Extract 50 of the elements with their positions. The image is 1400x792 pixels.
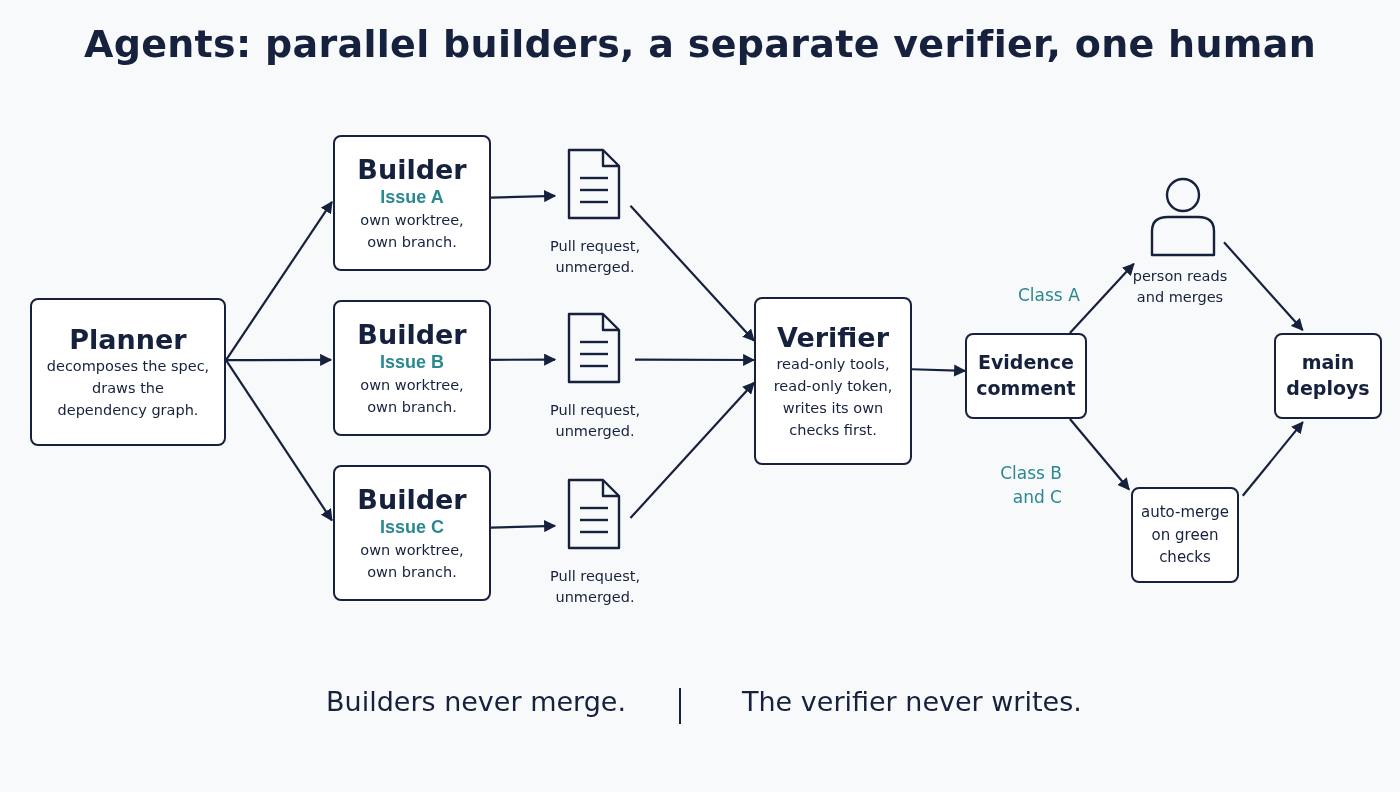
node-subtitle: Issue B — [380, 351, 444, 375]
node-label: main deploys — [1285, 350, 1371, 401]
node-label: Pull request, unmerged. — [548, 237, 642, 277]
diagram-title: Agents: parallel builders, a separate verifier, one human — [83, 22, 1317, 66]
arrow — [635, 353, 756, 366]
document-icon — [567, 312, 621, 384]
node-subtitle: Issue A — [380, 186, 444, 210]
note: The verifier never writes. — [742, 686, 1082, 717]
process-box — [333, 135, 491, 271]
process-box — [30, 298, 226, 446]
edge-label: Class A — [1018, 284, 1080, 307]
node-description: own worktree, own branch. — [359, 210, 465, 252]
arrow — [225, 200, 333, 361]
edge-label: Class B and C — [999, 462, 1062, 509]
node-label: person reads and merges — [1131, 267, 1229, 307]
node-subtitle: Issue C — [380, 516, 444, 540]
node-description: own worktree, own branch. — [359, 375, 465, 417]
arrow — [491, 353, 557, 366]
node-label: Pull request, unmerged. — [548, 567, 642, 607]
node-description: read-only tools, read-only token, writes its own checks first. — [772, 355, 894, 440]
arrow — [1223, 241, 1304, 331]
process-box — [333, 465, 491, 601]
node-label: Evidence comment — [975, 350, 1077, 401]
document-icon — [567, 478, 621, 550]
process-box — [754, 297, 912, 465]
node-label: Pull request, unmerged. — [548, 401, 642, 441]
arrow — [1241, 421, 1304, 497]
node-title: Builder — [357, 482, 467, 517]
arrow — [629, 205, 755, 342]
document-icon — [567, 148, 621, 220]
node-label: auto-merge on green checks — [1140, 502, 1230, 569]
arrow — [1069, 262, 1135, 334]
note: Builders never merge. — [326, 686, 626, 717]
process-box — [1274, 333, 1382, 419]
arrow — [911, 364, 967, 377]
arrow — [226, 353, 333, 366]
process-box — [1131, 487, 1239, 583]
arrow — [490, 520, 557, 533]
node-title: Planner — [69, 322, 187, 357]
node-description: own worktree, own branch. — [359, 540, 465, 582]
process-box — [333, 300, 491, 436]
arrow — [629, 381, 755, 519]
node-title: Builder — [357, 317, 467, 352]
arrow — [225, 359, 333, 522]
arrow — [490, 190, 557, 203]
arrow — [1069, 418, 1130, 491]
node-description: decomposes the spec, draws the dependency graph. — [45, 357, 211, 420]
node-title: Builder — [357, 152, 467, 187]
node-title: Verifier — [777, 320, 889, 355]
process-box — [965, 333, 1087, 419]
